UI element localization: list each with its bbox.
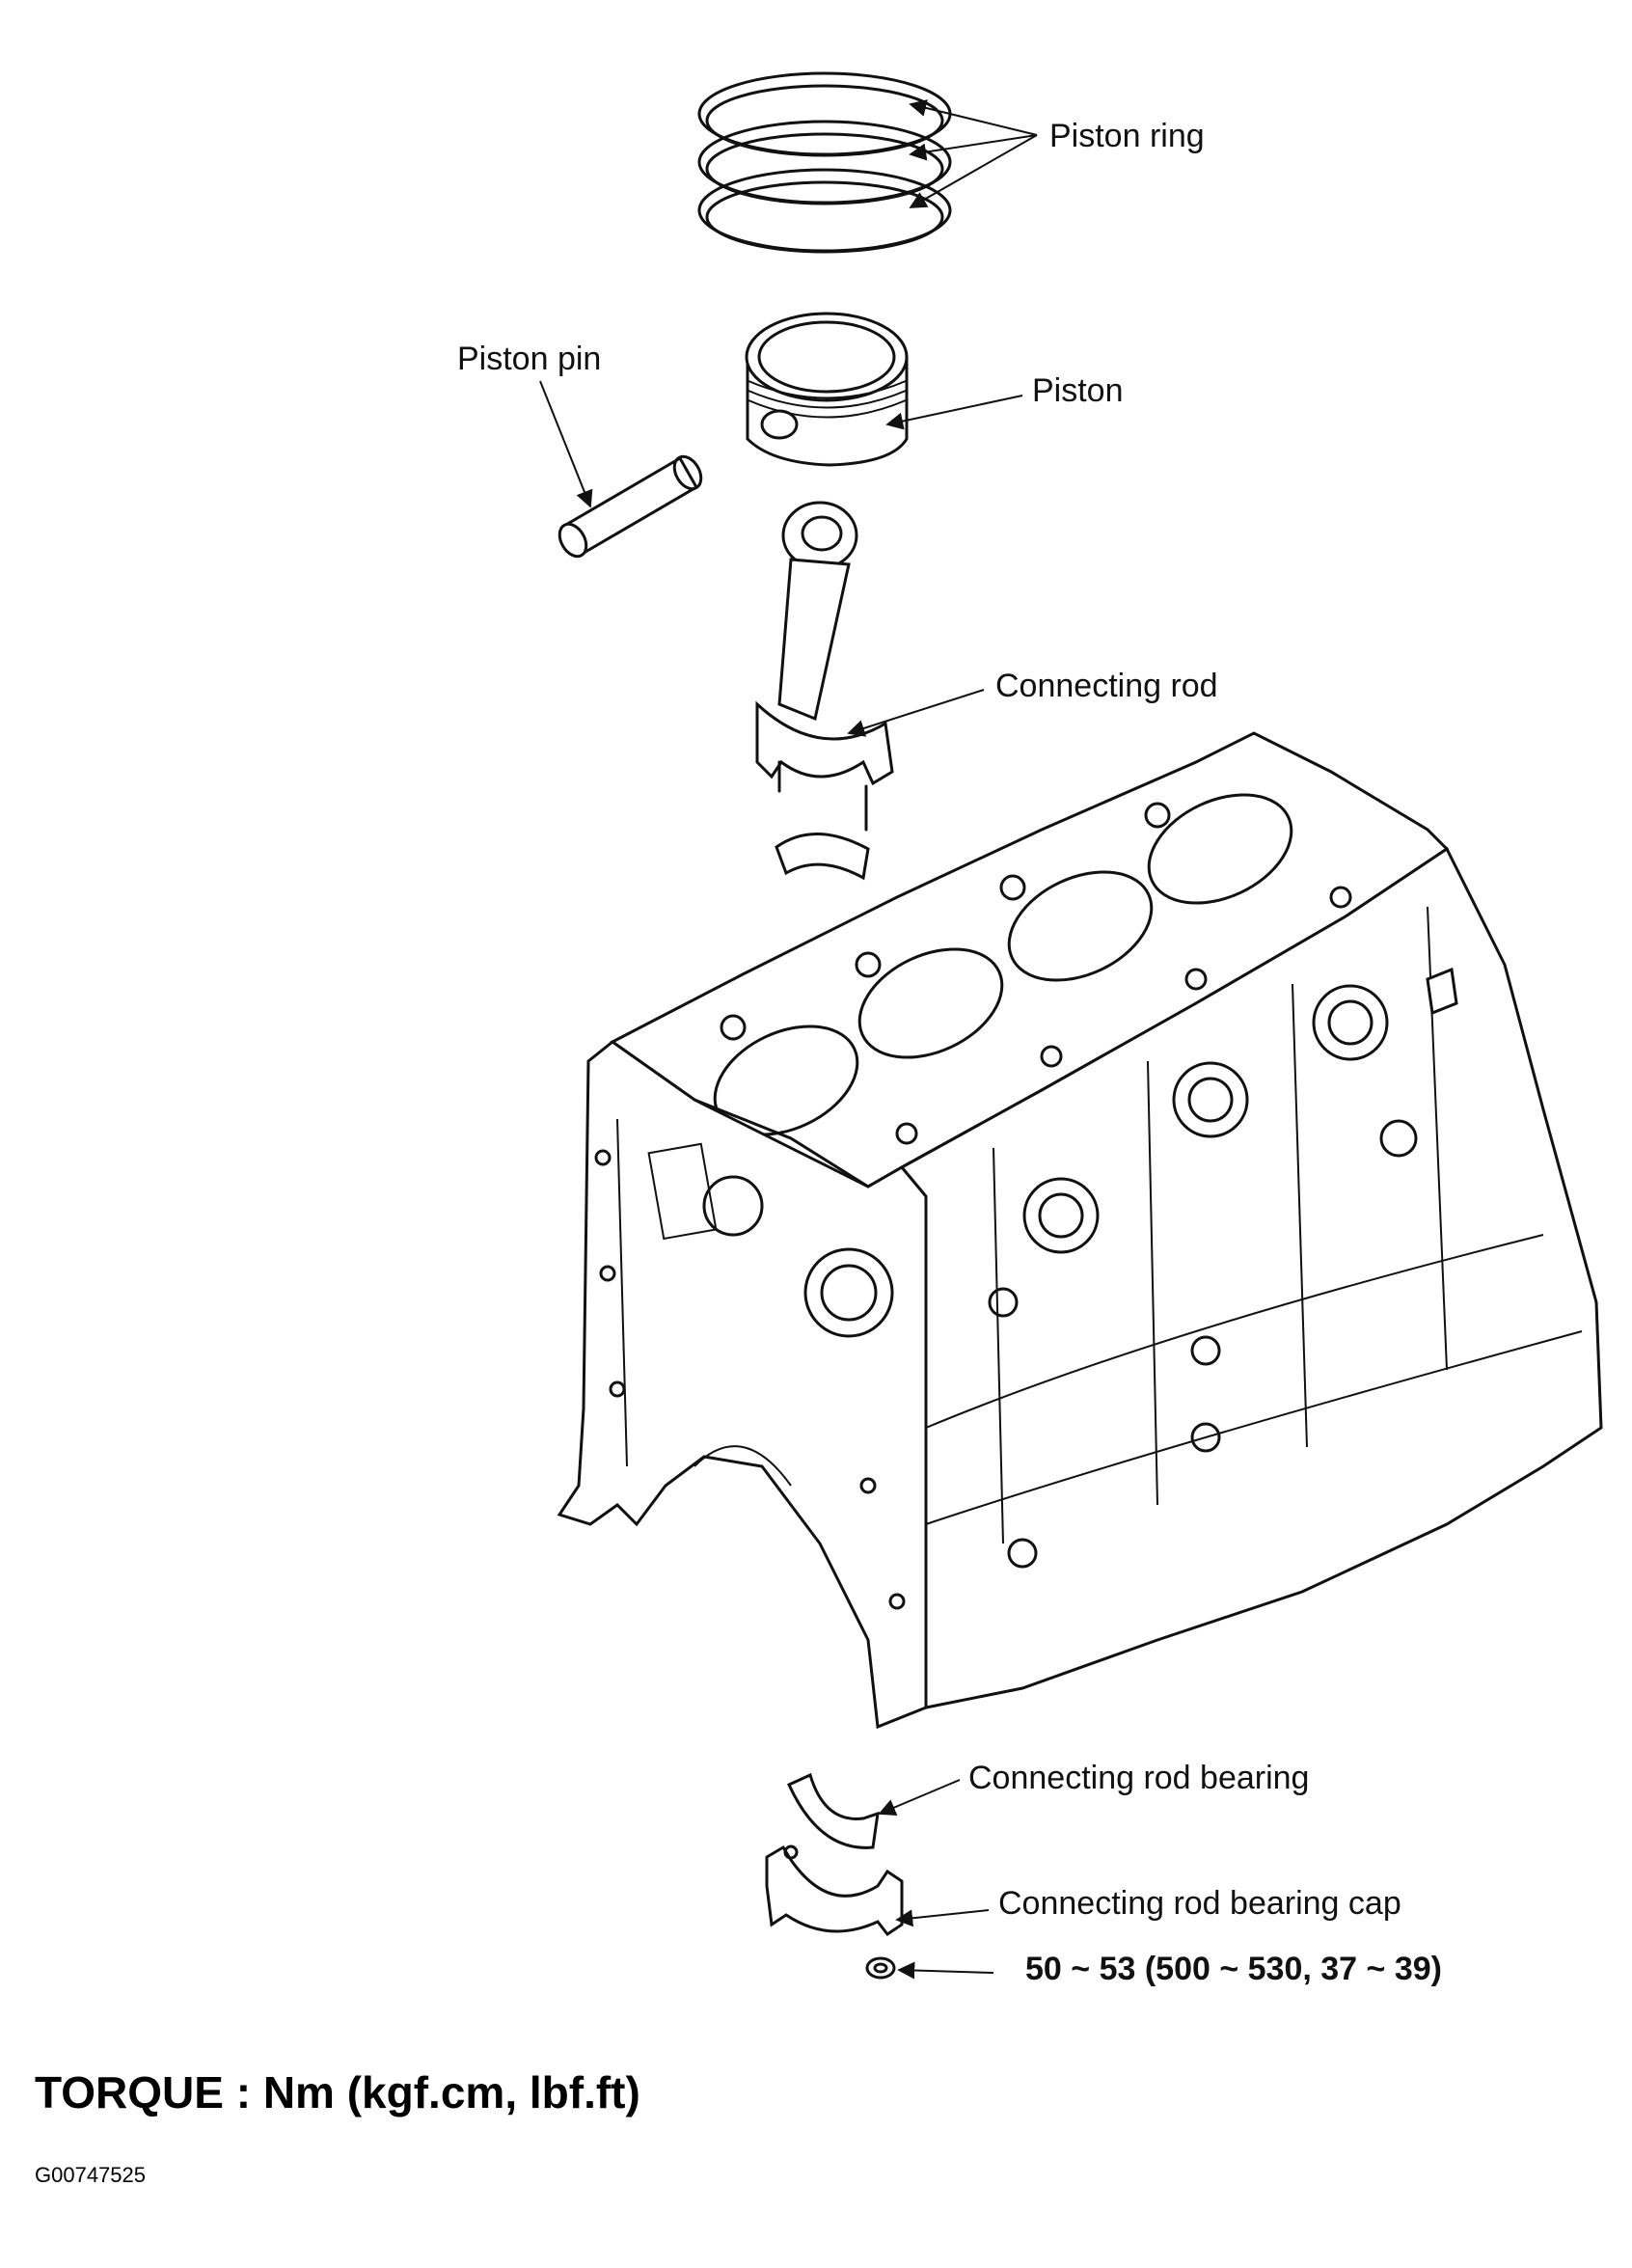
torque-value: 50 ~ 53 (500 ~ 530, 37 ~ 39) [1025,1951,1442,1987]
upper-bearing-shell-drawing [775,833,870,881]
connecting-rod-bearing-cap-drawing [765,1844,904,1937]
torque-title: TORQUE : Nm (kgf.cm, lbf.ft) [35,2067,640,2118]
piston-label: Piston [1032,372,1124,409]
nut-drawing [865,1956,896,1980]
piston-pin-drawing [558,454,703,559]
leader-lines [539,99,1038,1980]
piston-ring-drawing [697,71,952,254]
connecting-rod-drawing [755,501,894,832]
connecting-rod-label: Connecting rod [995,668,1218,704]
piston-pin-label: Piston pin [457,341,602,377]
connecting-rod-bearing-label: Connecting rod bearing [968,1760,1310,1796]
connecting-rod-bearing-cap-label: Connecting rod bearing cap [998,1885,1401,1922]
figure-code: G00747525 [35,2163,146,2187]
piston-ring-label: Piston ring [1049,118,1205,154]
piston-drawing [745,312,909,467]
engine-block-drawing [557,731,1603,1730]
connecting-rod-bearing-drawing [787,1772,880,1849]
